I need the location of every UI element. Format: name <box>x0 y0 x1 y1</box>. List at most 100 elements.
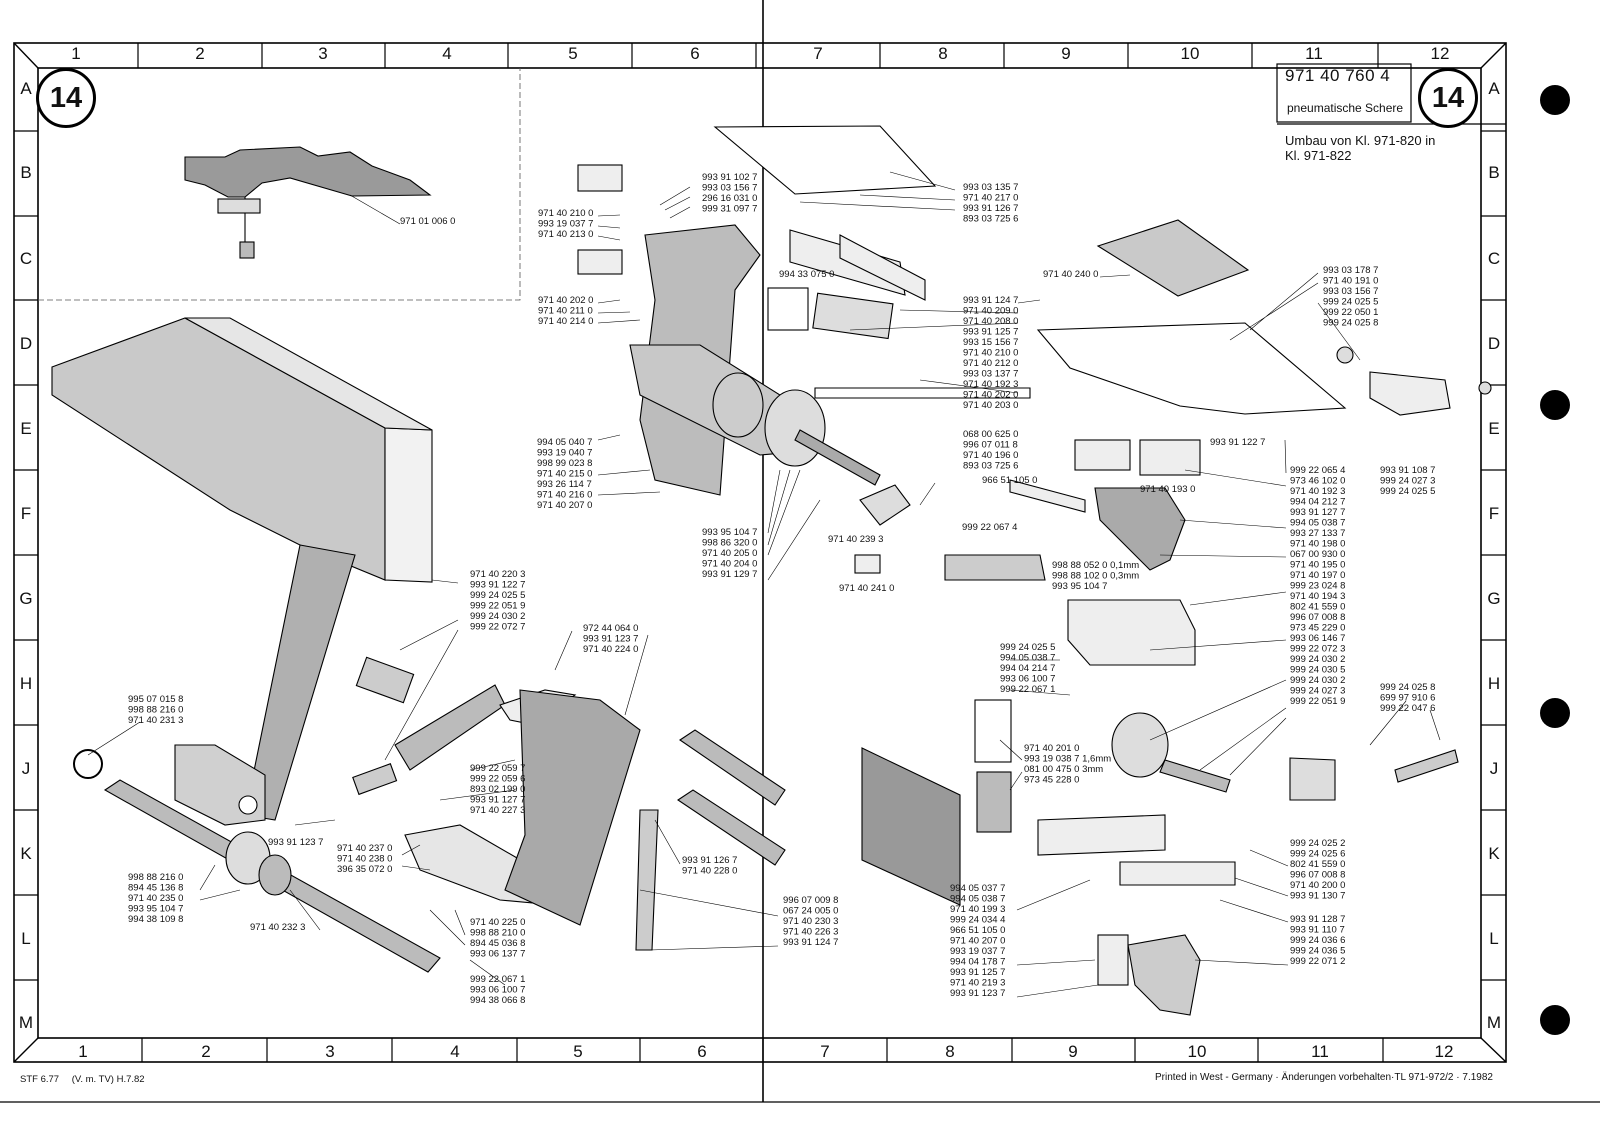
part-number-label: 994 04 178 7 <box>950 957 1005 968</box>
small-cylinder <box>1111 712 1169 778</box>
grid-col-label-bottom: 12 <box>1435 1042 1454 1061</box>
part-number-label: 893 03 725 6 <box>963 214 1018 225</box>
part-number-label: 971 40 240 0 <box>1043 269 1098 280</box>
cylinder-bracket-centre <box>854 554 881 574</box>
right-cover <box>1096 219 1250 297</box>
grid-row-label-right: F <box>1489 504 1499 523</box>
binder-hole-1 <box>1540 85 1570 115</box>
valve-fitting <box>1478 381 1492 395</box>
part-number-label: 971 40 215 0 <box>537 469 592 480</box>
grid-col-label-top: 8 <box>938 44 947 63</box>
part-number-label: 999 24 025 2 <box>1290 838 1345 849</box>
leader <box>639 889 779 951</box>
leader <box>597 434 661 496</box>
outer-frame <box>13 42 1507 1063</box>
inset-clamp <box>217 198 261 214</box>
part-number-label: 993 06 100 7 <box>470 985 525 996</box>
grid-row-label-right: K <box>1488 844 1500 863</box>
part-number-label: 893 02 199 0 <box>470 784 525 795</box>
grid-col-label-bottom: 5 <box>573 1042 582 1061</box>
part-number-label: 971 40 239 3 <box>828 534 883 545</box>
leader <box>294 819 336 826</box>
part-number-label: 993 19 037 7 <box>950 946 1005 957</box>
part-number-label: 999 22 051 9 <box>1290 696 1345 707</box>
part-number-label: 893 03 725 6 <box>963 461 1018 472</box>
grid-col-label-bottom: 11 <box>1311 1042 1329 1061</box>
part-number-label: 996 07 011 8 <box>963 440 1018 451</box>
valve-block-right <box>1289 757 1336 801</box>
part-number-label: 971 40 225 0 <box>470 917 525 928</box>
part-number-label: 999 22 059 7 <box>470 763 525 774</box>
frame-corner <box>1480 1037 1507 1063</box>
part-number-label: 994 05 040 7 <box>537 437 592 448</box>
gas-spring-upper <box>679 729 786 806</box>
part-number-label: 999 24 027 3 <box>1380 476 1435 487</box>
part-number-label: 999 24 036 5 <box>1290 946 1345 957</box>
leader <box>1184 439 1287 487</box>
binder-hole-2 <box>1540 390 1570 420</box>
piston-rod <box>794 429 881 486</box>
part-number-label: 993 27 133 7 <box>1290 528 1345 539</box>
sheet-badge-left: 14 <box>36 68 96 128</box>
part-number-label: 971 40 196 0 <box>963 450 1018 461</box>
gas-spring-lower <box>677 789 786 866</box>
leader <box>1229 272 1361 361</box>
part-number-label: 971 40 237 0 <box>337 843 392 854</box>
rod-clevis <box>859 484 911 526</box>
part-number-label: 998 88 216 0 <box>128 705 183 716</box>
part-number-label: 971 40 230 3 <box>783 916 838 927</box>
grid-row-label-right: G <box>1487 589 1500 608</box>
leader <box>1016 879 1099 998</box>
part-number-label: 993 91 126 7 <box>682 855 737 866</box>
part-number-label: 999 22 072 7 <box>470 622 525 633</box>
part-number-label: 993 91 124 7 <box>783 937 838 948</box>
valve-block <box>1369 371 1451 416</box>
leader-lines <box>87 171 1441 998</box>
leader <box>429 909 466 946</box>
part-number-label: 993 91 126 7 <box>963 203 1018 214</box>
hinge-block-lower <box>577 249 623 275</box>
part-number-label: 993 95 104 7 <box>702 527 757 538</box>
leader <box>289 889 321 931</box>
spacer-block <box>812 292 894 340</box>
grid-col-label-bottom: 1 <box>78 1042 87 1061</box>
part-number-label: 993 19 040 7 <box>537 448 592 459</box>
roller-end <box>764 389 826 467</box>
leader <box>554 630 649 716</box>
part-number-label: 993 91 102 7 <box>702 172 757 183</box>
part-number-label: 971 40 202 0 <box>538 295 593 306</box>
hinge-block-upper <box>577 164 623 192</box>
part-number-label: 966 51 105 0 <box>982 475 1037 486</box>
grid-row-label-left: K <box>20 844 32 863</box>
part-number-label: 999 22 059 6 <box>470 774 525 785</box>
part-number-label: 993 91 108 7 <box>1380 465 1435 476</box>
angle-bracket <box>1094 487 1186 571</box>
part-number-label: 971 40 220 3 <box>470 569 525 580</box>
part-number-label: 993 91 122 7 <box>470 580 525 591</box>
part-number-label: 971 40 228 0 <box>682 866 737 877</box>
leader <box>439 759 516 801</box>
grid-col-label-top: 11 <box>1305 44 1323 63</box>
part-number-label: 999 31 097 7 <box>702 204 757 215</box>
part-number-label: 999 22 067 1 <box>470 974 525 985</box>
spacer-plate-2 <box>976 771 1012 833</box>
part-number-label: 994 05 038 7 <box>1290 518 1345 529</box>
part-number-label: 971 40 201 0 <box>1024 743 1079 754</box>
frame-upright <box>244 544 356 821</box>
shim-plate <box>861 747 961 906</box>
part-number-label: 802 41 559 0 <box>1290 602 1345 613</box>
grid-row-label-left: M <box>19 1013 33 1032</box>
grid-col-label-bottom: 10 <box>1188 1042 1207 1061</box>
part-number-label: 971 40 208 0 <box>963 316 1018 327</box>
retaining-ring <box>73 749 103 779</box>
part-number-label: 971 40 212 0 <box>963 358 1018 369</box>
grid-col-label-top: 7 <box>813 44 822 63</box>
grid-row-label-left: L <box>21 929 30 948</box>
grid-col-label-bottom: 8 <box>945 1042 954 1061</box>
grid-row-label-left: H <box>20 674 32 693</box>
holder-block <box>1097 934 1129 986</box>
part-number-label: 971 40 192 3 <box>963 379 1018 390</box>
part-number-label: 995 07 015 8 <box>128 694 183 705</box>
grid-row-label-left: G <box>19 589 32 608</box>
